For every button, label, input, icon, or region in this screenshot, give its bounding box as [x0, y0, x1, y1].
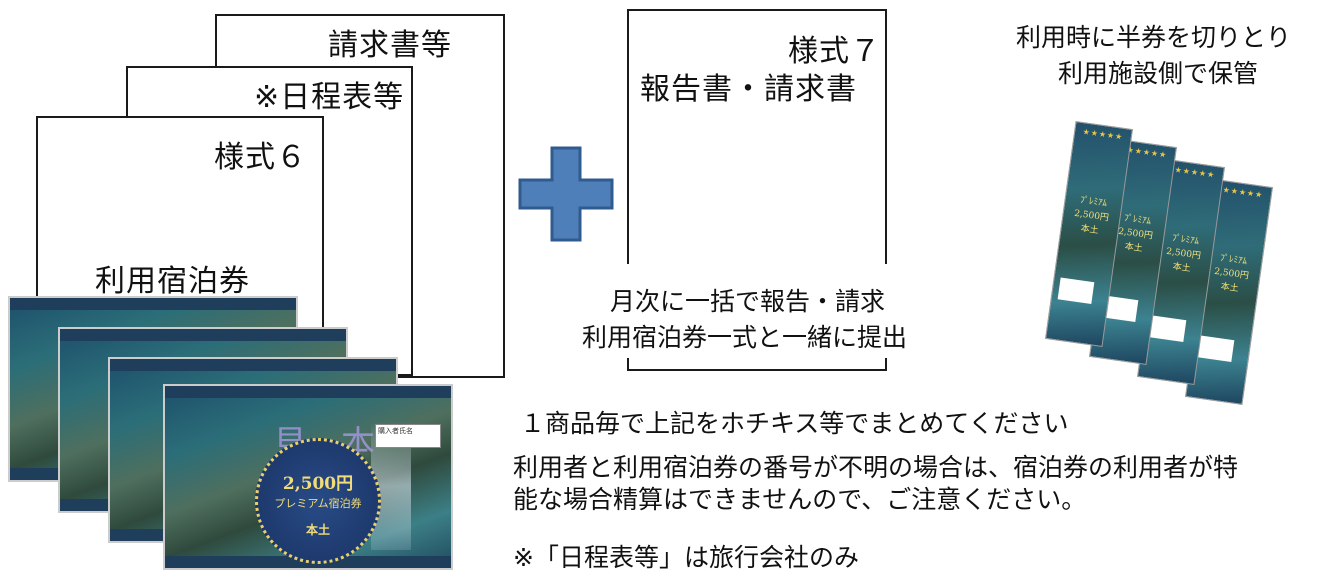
ticket-region: 本土 [305, 523, 330, 537]
monthly-note-line2: 利用宿泊券一式と一緒に提出 [582, 323, 908, 352]
voucher-label: 利用宿泊券 [95, 264, 250, 299]
instruction-line3: 能な場合精算はできませんので、ご注意ください。 [513, 485, 1087, 514]
ticket-price: 2,500円 [282, 474, 354, 494]
stub-note-line2: 利用施設側で保管 [1058, 59, 1259, 88]
instruction-line2: 利用者と利用宿泊券の番号が不明の場合は、宿泊券の利用者が特 [513, 453, 1239, 482]
invoice-label: 請求書等 [328, 28, 452, 63]
ticket-seal: 2,500円 プレミアム宿泊券 本土 [255, 438, 381, 564]
form7-label: 様式７ [788, 34, 881, 69]
voucher-ticket-front: 見 本 購入者氏名 2,500円 プレミアム宿泊券 本土 [163, 384, 453, 570]
monthly-note-line1: 月次に一括で報告・請求 [610, 287, 886, 316]
ticket-name: プレミアム宿泊券 [274, 497, 362, 510]
instruction-line1: １商品毎で上記をホチキス等でまとめてください [520, 409, 1069, 438]
stub-note-line1: 利用時に半券を切りとり [1016, 23, 1292, 52]
form6-label: 様式６ [214, 140, 307, 175]
form7-document [626, 8, 888, 372]
plus-icon [518, 146, 614, 242]
instruction-line4: ※「日程表等」は旅行会社のみ [513, 543, 859, 572]
report-invoice-label: 報告書・請求書 [640, 72, 857, 107]
schedule-label: ※日程表等 [254, 80, 405, 115]
name-box: 購入者氏名 [375, 424, 441, 448]
